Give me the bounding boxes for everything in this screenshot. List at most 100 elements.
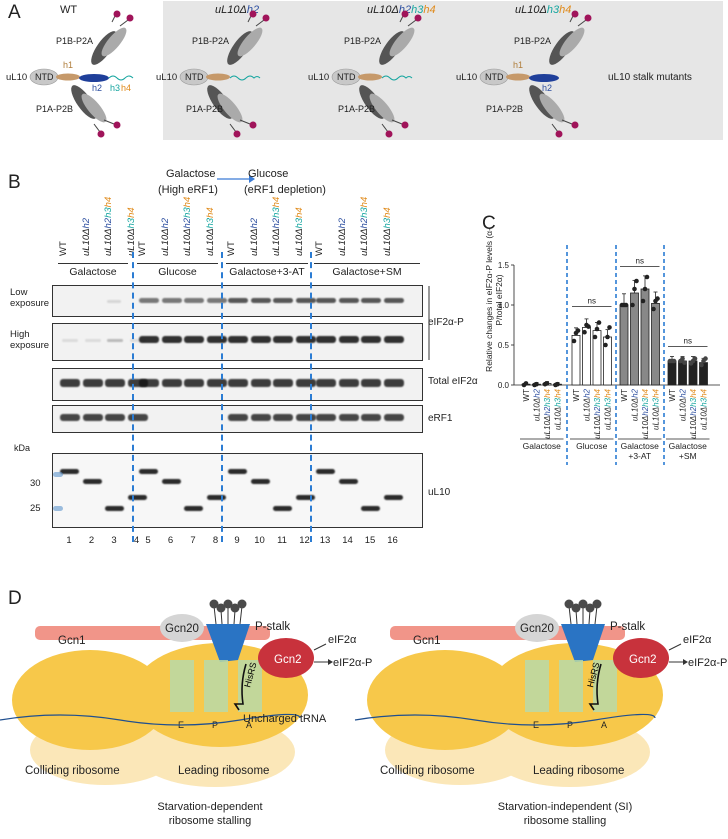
band-eif2ap-high <box>361 336 381 343</box>
right-eif2ap-arrowhead <box>683 659 688 665</box>
lane-number: 15 <box>364 535 376 546</box>
data-point <box>680 356 685 361</box>
h3-tail <box>108 75 134 81</box>
data-point <box>623 302 629 308</box>
data-point <box>605 334 610 340</box>
ns-label: ns <box>636 257 644 266</box>
ntd-label: NTD <box>337 72 356 82</box>
label-part: uL10Δ <box>631 398 640 421</box>
left-eif2ap-arrowhead <box>328 659 333 665</box>
band-ul10 <box>82 479 102 484</box>
left-eif2ap-label: eIF2α-P <box>333 657 372 669</box>
x-tick-label: WT <box>522 389 531 402</box>
lane-label: uL10Δh2h3h4 <box>359 196 370 256</box>
ns-label: ns <box>684 337 692 346</box>
shift-to-sub: (eRF1 depletion) <box>244 184 326 196</box>
lane-label: WT <box>226 241 237 256</box>
x-tick-label: uL10Δh2 <box>631 388 640 421</box>
h2-helix <box>529 74 559 82</box>
shift-from-sub: (High eRF1) <box>158 184 218 196</box>
label-low-exposure: Low exposure <box>10 287 50 309</box>
ctd-dot <box>571 10 579 18</box>
band-ul10 <box>383 495 403 500</box>
marker-30: 30 <box>30 478 41 489</box>
right-pstalk-tail <box>568 605 572 625</box>
panel-letter-b: B <box>8 172 21 193</box>
bar <box>640 288 650 386</box>
group-label: Glucose <box>576 441 607 451</box>
group-label: Galactose <box>669 441 708 451</box>
p1a-label: P1A-P2B <box>36 104 73 114</box>
band-total-eif2a <box>273 379 293 387</box>
right-caption-1: Starvation-independent (SI) <box>498 801 633 813</box>
p-tail <box>561 119 573 125</box>
data-point <box>640 298 646 304</box>
p2a-body <box>101 27 127 57</box>
band-eif2ap-high <box>228 336 248 343</box>
ctd-dot <box>401 121 409 129</box>
p1b-label: P1B-P2A <box>514 36 551 46</box>
right-large-subunit-colliding <box>367 650 523 750</box>
ctd-dot <box>262 14 270 22</box>
group-label: Galactose <box>621 441 660 451</box>
lane-number: 11 <box>277 535 287 546</box>
data-point <box>682 360 687 365</box>
data-point <box>703 356 708 361</box>
left-gcn20 <box>160 614 204 642</box>
h2-helix <box>79 74 109 82</box>
ntd-label: NTD <box>485 72 504 82</box>
lane-label: uL10Δh2h3h4 <box>271 196 282 256</box>
bar <box>619 304 629 386</box>
band-total-eif2a <box>338 379 359 387</box>
h3-label: h3 <box>110 83 120 93</box>
band-total-eif2a <box>82 379 103 387</box>
band-eif2ap-high <box>273 336 293 343</box>
data-point <box>632 286 637 292</box>
data-point <box>607 325 612 330</box>
band-ul10 <box>295 495 315 500</box>
group-divider <box>310 252 312 542</box>
p1b-label: P1B-P2A <box>192 36 229 46</box>
x-tick-label: WT <box>620 389 629 402</box>
right-pstalk-ctd <box>578 599 588 609</box>
right-pstalk <box>561 624 605 662</box>
right-gcn2-label: Gcn2 <box>629 654 657 666</box>
band-erf1 <box>105 414 125 421</box>
x-tick-label: uL10Δh3h4 <box>700 388 709 430</box>
bar <box>667 360 677 386</box>
group-line <box>314 263 420 264</box>
label-part: uL10Δ <box>641 416 650 439</box>
band-total-eif2a <box>105 379 125 387</box>
lane-label: WT <box>314 241 325 256</box>
ctd-dot <box>584 14 592 22</box>
blot-ul10 <box>52 453 423 528</box>
band-eif2ap-low <box>206 298 227 303</box>
band-eif2ap-low <box>228 298 248 303</box>
h1-helix <box>206 73 230 81</box>
left-mrna <box>0 713 301 726</box>
h1-helix <box>56 73 80 81</box>
left-site-box <box>170 660 194 712</box>
band-ul10 <box>361 506 380 511</box>
group-label: +3-AT <box>628 451 651 461</box>
p-tail <box>103 119 115 125</box>
data-point <box>692 356 698 361</box>
right-pstalk-ctd <box>564 599 574 609</box>
ctd-dot <box>555 130 563 138</box>
p-tail <box>551 123 559 133</box>
eif2ap-bracket <box>428 286 430 360</box>
x-tick-label: uL10Δh2 <box>533 388 542 421</box>
band-ul10 <box>105 506 124 511</box>
right-gcn1-label: Gcn1 <box>413 635 441 647</box>
ctd-dot <box>414 14 422 22</box>
lane-number: 4 <box>133 535 140 546</box>
bar <box>582 327 591 386</box>
band-eif2ap-low <box>295 298 316 303</box>
lane-number: 8 <box>212 535 219 546</box>
right-eif2a-arrow <box>668 643 682 651</box>
lane-label: uL10Δh3h4 <box>381 207 393 256</box>
band-erf1 <box>228 414 248 421</box>
right-site-box <box>559 660 583 712</box>
left-gcn20-label: Gcn20 <box>165 623 199 635</box>
